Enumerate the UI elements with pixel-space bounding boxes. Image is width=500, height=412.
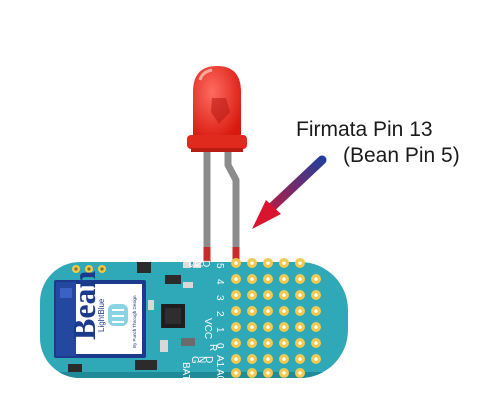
pad-hole bbox=[266, 261, 270, 265]
bean-module: Bean LightBlue By Punch Through Design bbox=[54, 270, 146, 358]
pin-label-1: 1 bbox=[214, 327, 225, 333]
pad-hole bbox=[234, 277, 238, 281]
led-icon bbox=[187, 66, 247, 152]
pad-hole bbox=[282, 371, 286, 375]
pad-hole bbox=[250, 309, 254, 313]
pad-hole bbox=[282, 261, 286, 265]
pad-hole bbox=[234, 357, 238, 361]
led-legs bbox=[203, 146, 240, 266]
pad-hole bbox=[266, 371, 270, 375]
pin-label-4: 4 bbox=[214, 279, 225, 285]
components bbox=[68, 282, 195, 372]
pad-hole bbox=[298, 357, 302, 361]
pad-hole bbox=[314, 309, 318, 313]
pad-hole bbox=[250, 325, 254, 329]
pad-hole bbox=[266, 293, 270, 297]
pad-hole bbox=[314, 341, 318, 345]
pad-hole bbox=[314, 293, 318, 297]
pin-label-n: N bbox=[193, 260, 204, 267]
pad-hole bbox=[234, 309, 238, 313]
pin-label-3: 3 bbox=[214, 295, 225, 301]
pin-label-vcc: VCC bbox=[202, 318, 213, 339]
pad-hole bbox=[234, 261, 238, 265]
pad-hole bbox=[234, 293, 238, 297]
pad-hole bbox=[250, 261, 254, 265]
pin-label-bottom-g: G bbox=[189, 356, 200, 364]
pin-label-5: 5 bbox=[214, 263, 225, 269]
pad-hole bbox=[266, 325, 270, 329]
pad-hole bbox=[250, 341, 254, 345]
pin-label-bottom-n: N bbox=[196, 356, 207, 363]
pin-label-a0: A0 bbox=[214, 369, 225, 382]
pin-labels: G N D 5 4 3 2 1 0 A1 A0 VCC BAT G N D R bbox=[180, 260, 225, 382]
pad-hole bbox=[266, 341, 270, 345]
callout-bean-pin: (Bean Pin 5) bbox=[343, 144, 460, 167]
pad-hole bbox=[250, 277, 254, 281]
pad-hole bbox=[314, 277, 318, 281]
pad-hole bbox=[250, 371, 254, 375]
pad-hole bbox=[282, 341, 286, 345]
pad-hole bbox=[250, 357, 254, 361]
bean-board: Bean LightBlue By Punch Through Design G… bbox=[40, 258, 348, 382]
pad-hole bbox=[282, 309, 286, 313]
pad-hole bbox=[298, 293, 302, 297]
pad-hole bbox=[234, 371, 238, 375]
pin-label-d: D bbox=[200, 260, 211, 267]
pad-hole bbox=[234, 325, 238, 329]
pad-hole bbox=[298, 325, 302, 329]
pin-label-r: R bbox=[207, 344, 218, 351]
pin-label-0: 0 bbox=[214, 343, 225, 349]
pad-hole bbox=[298, 341, 302, 345]
pad-hole bbox=[314, 325, 318, 329]
pin-label-g: G bbox=[186, 260, 197, 268]
pad-hole bbox=[298, 261, 302, 265]
pad-hole bbox=[298, 371, 302, 375]
pad-hole bbox=[314, 357, 318, 361]
fist-logo bbox=[108, 304, 128, 326]
pad-hole bbox=[282, 293, 286, 297]
pin-label-2: 2 bbox=[214, 311, 225, 317]
arrow-icon bbox=[252, 155, 327, 229]
pad-hole bbox=[266, 357, 270, 361]
pad-hole bbox=[266, 309, 270, 313]
pad-hole bbox=[298, 277, 302, 281]
pad-hole bbox=[298, 309, 302, 313]
pin-label-bat: BAT bbox=[180, 362, 191, 381]
pin-label-bottom-d: D bbox=[203, 356, 214, 363]
callout-firmata-pin: Firmata Pin 13 bbox=[296, 118, 433, 141]
pad-hole bbox=[250, 293, 254, 297]
pad-hole bbox=[282, 357, 286, 361]
pad-hole bbox=[282, 325, 286, 329]
brand-large-label: Bean bbox=[66, 270, 102, 340]
brand-small-label: LightBlue bbox=[97, 298, 106, 332]
top-pads bbox=[72, 262, 201, 284]
pad-hole bbox=[234, 341, 238, 345]
pad-hole bbox=[282, 277, 286, 281]
pad-hole bbox=[266, 277, 270, 281]
prototyping-pad-grid bbox=[231, 258, 321, 378]
tagline-label: By Punch Through Design bbox=[132, 295, 137, 348]
pin-label-a1: A1 bbox=[214, 355, 225, 368]
